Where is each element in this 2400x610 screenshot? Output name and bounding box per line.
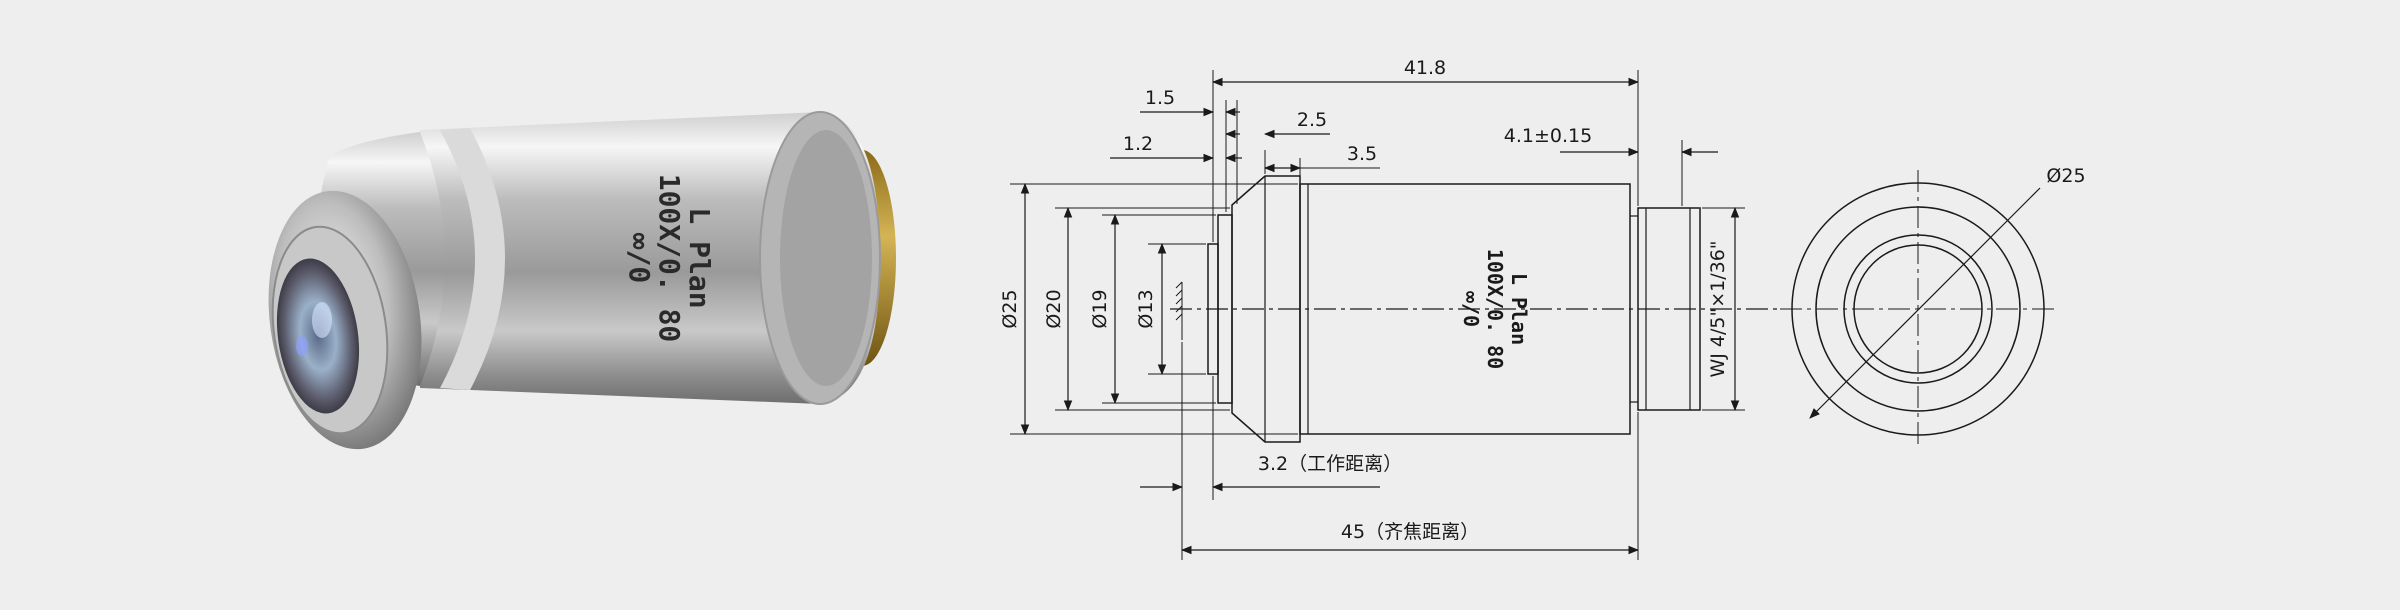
photo-engraving-line2: 100X/0. 80: [653, 174, 686, 343]
barrel-outline: [1299, 183, 1631, 435]
dim-dia-25: Ø25: [999, 289, 1021, 328]
dim-dia-13: Ø13: [1135, 289, 1157, 328]
dim-thread-spec: WJ 4/5"×1/36": [1707, 240, 1729, 377]
end-view-drawing: Ø25: [1780, 165, 2086, 448]
dim-parfocal-distance: 45（齐焦距离）: [1341, 521, 1479, 543]
end-dia-leader: [1809, 197, 2031, 419]
objective-photo: L Plan 100X/0. 80 ∞/0: [268, 111, 896, 450]
dim-2-5: 2.5: [1297, 109, 1327, 131]
thread-outline: [1637, 207, 1701, 411]
end-ring-circle: [1815, 206, 2021, 412]
photo-engraving-line3: ∞/0: [623, 233, 656, 284]
end-dia-label: Ø25: [2046, 165, 2085, 187]
photo-engraving-line1: L Plan: [683, 207, 716, 308]
side-view-drawing: L Plan 100X/0. 80 ∞/0 41.8: [999, 57, 1780, 560]
dim-overall-length: 41.8: [1404, 57, 1446, 79]
dim-thread-length: 4.1±0.15: [1504, 125, 1592, 147]
dim-working-distance: 3.2（工作距离）: [1258, 453, 1402, 475]
end-bore-circle: [1853, 244, 1983, 374]
side-engraving-line3: ∞/0: [1459, 291, 1483, 327]
dim-1-5: 1.5: [1145, 87, 1175, 109]
side-engraving-line1: L Plan: [1507, 273, 1531, 345]
object-plane-hatch: [1175, 281, 1183, 340]
dim-dia-20: Ø20: [1043, 289, 1065, 328]
barrel-body: [420, 112, 880, 404]
barrel-ring: [440, 128, 505, 390]
end-thread-circle: [1843, 234, 1993, 384]
dim-dia-19: Ø19: [1089, 289, 1111, 328]
side-engraving-line2: 100X/0. 80: [1483, 249, 1507, 369]
end-outer-circle: [1791, 182, 2045, 436]
dim-1-2: 1.2: [1123, 133, 1153, 155]
dim-3-5: 3.5: [1347, 143, 1377, 165]
